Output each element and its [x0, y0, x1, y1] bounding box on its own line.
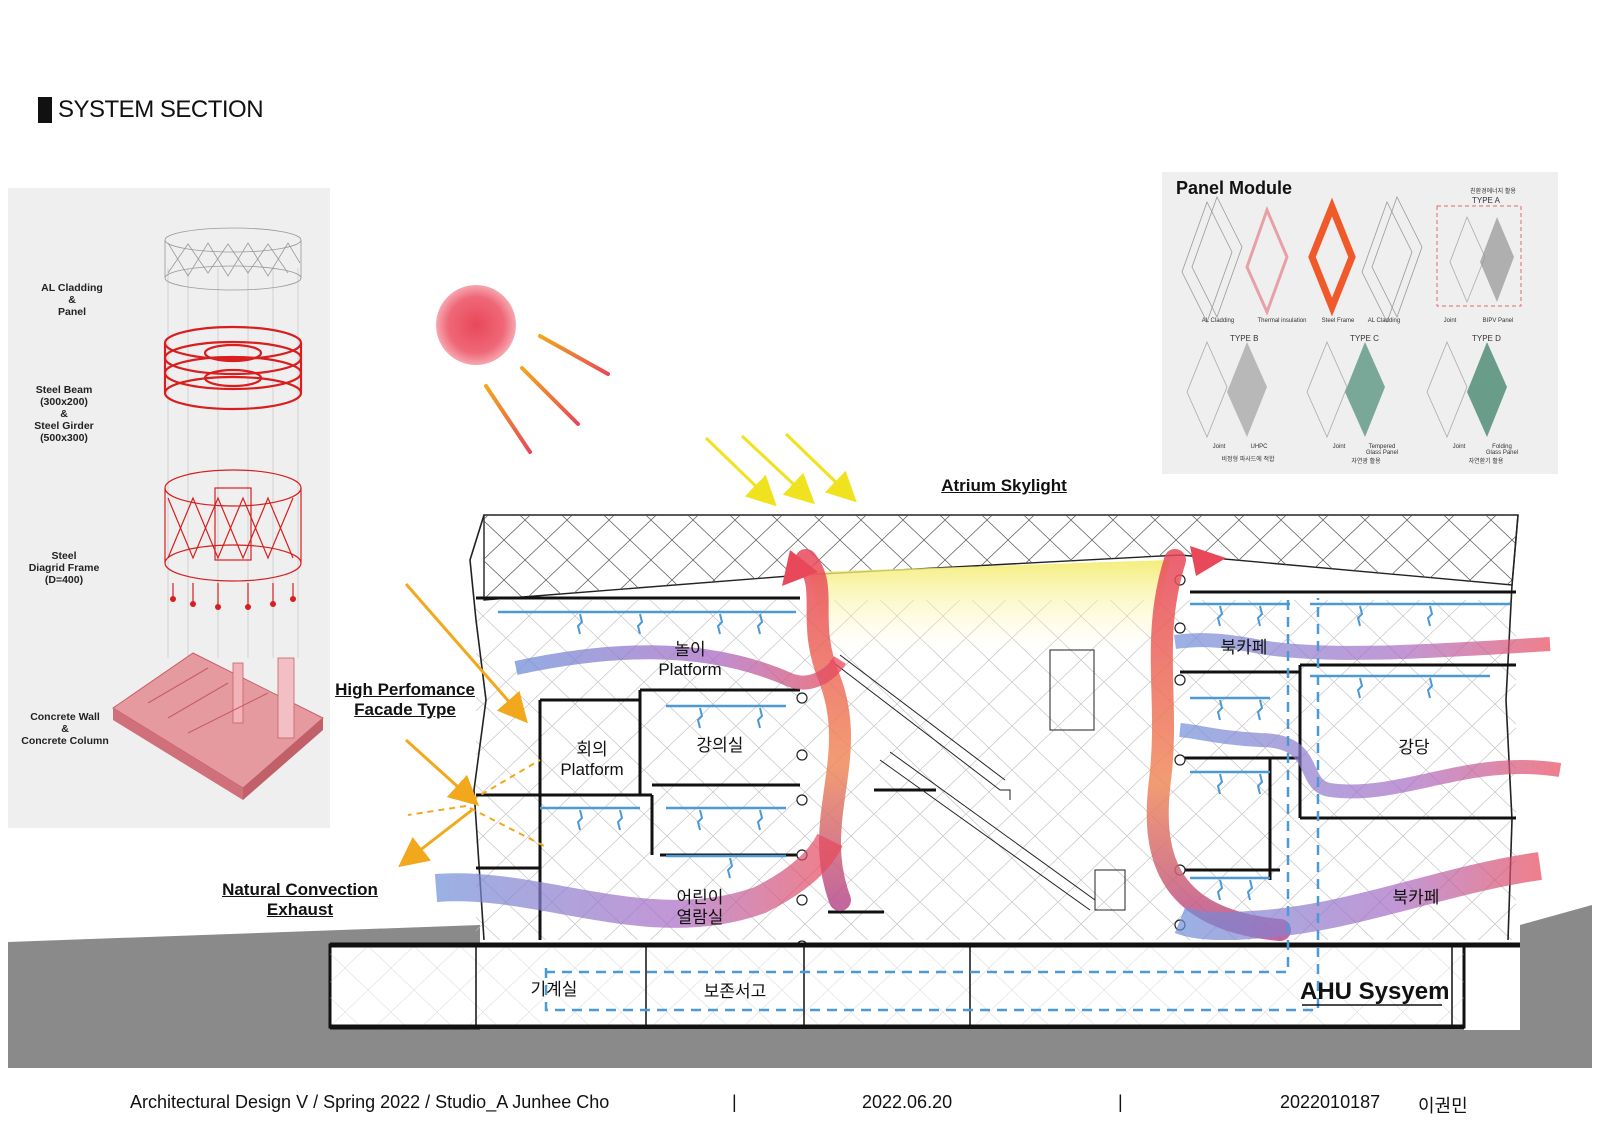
room-bookcafe-bottom: 북카페 [1392, 888, 1440, 907]
cool-air-auditorium [1179, 723, 1562, 799]
type-a-note: 친환경에너지 활용 [1470, 189, 1516, 195]
concrete-layer [112, 652, 324, 800]
room-play-platform: 놀이 Platform [658, 640, 722, 679]
layer-label-steel-diagrid: Steel Diagrid Frame (D=400) [28, 550, 100, 586]
panel-module-drawings [1181, 195, 1522, 439]
sun [436, 285, 516, 365]
layer-label-al-cladding: AL Cladding & Panel [41, 282, 103, 318]
type-c-note: 자연광 활용 [1351, 459, 1381, 465]
cool-air-bottom-left [434, 833, 843, 928]
pm-label-bipv: BIPV Panel [1482, 318, 1514, 324]
ahu-system-label: AHU Sysyem [1300, 978, 1450, 1005]
type-d-note: 자연환기 활용 [1468, 459, 1504, 465]
sun-rays [484, 334, 610, 454]
pm-label-al-cladding: AL Cladding [1201, 318, 1235, 324]
ahu-duct [544, 598, 1320, 1012]
pm-label-joint: Joint [1443, 318, 1457, 324]
cool-air-right-bottom [1174, 852, 1542, 941]
warm-air-left-arrow [782, 550, 818, 586]
convection-exhaust-label: Natural Convection Exhaust [222, 880, 378, 919]
footer-date: 2022.06.20 [862, 1092, 953, 1112]
steel-beam-layer [163, 325, 303, 411]
type-c-label: TYPE C [1350, 334, 1379, 343]
room-meeting-platform: 회의 Platform [560, 740, 624, 779]
building-section [328, 514, 1520, 1030]
section-title: SYSTEM SECTION [38, 96, 264, 124]
cool-air-right-top [1174, 633, 1551, 660]
section-title-text: SYSTEM SECTION [58, 96, 264, 123]
footer-name: 이권민 [1418, 1096, 1468, 1116]
warm-air-right-arrow [1190, 546, 1226, 576]
al-cladding-layer [164, 227, 302, 291]
atrium-skylight-label: Atrium Skylight [941, 476, 1067, 495]
ground-right [1520, 905, 1592, 1068]
type-c-glass: Tempered Glass Panel [1365, 444, 1399, 456]
type-b-note: 비정형 파사드에 적합 [1221, 457, 1275, 463]
warm-air-left [795, 549, 851, 911]
pm-label-al-cladding-2: AL Cladding [1367, 318, 1401, 324]
facade-sun-arrows [398, 583, 528, 868]
room-auditorium: 강당 [1398, 738, 1430, 757]
room-bookcafe-top: 북카페 [1220, 638, 1268, 657]
room-archive: 보존서고 [703, 982, 767, 1001]
type-c-joint: Joint [1332, 444, 1346, 450]
type-b-joint: Joint [1212, 444, 1226, 450]
daylight-arrows [704, 432, 857, 507]
supply-diffusers [498, 602, 1510, 880]
pm-label-steel-frame: Steel Frame [1321, 318, 1355, 324]
pm-label-thermal: Thermal insulation [1257, 318, 1307, 324]
facade-type-label: High Perfomance Facade Type [335, 680, 475, 719]
supply-air-arrows [576, 605, 1434, 901]
footer-student-id: 2022010187 [1280, 1092, 1381, 1112]
room-children-reading: 어린이 열람실 [676, 888, 724, 927]
warm-air-right [1146, 549, 1291, 941]
layer-label-steel-beam: Steel Beam (300x200) & Steel Girder (500… [34, 384, 94, 444]
steel-diagrid-layer [164, 469, 302, 606]
type-d-joint: Joint [1452, 444, 1466, 450]
cool-air-play [514, 645, 846, 690]
panel-module-title: Panel Module [1176, 178, 1293, 198]
type-d-label: TYPE D [1472, 334, 1501, 343]
footer-separator-1: | [732, 1092, 737, 1112]
type-b-uhpc: UHPC [1250, 444, 1268, 450]
exploded-axonometric-drawing [112, 227, 324, 800]
type-d-glass: Folding Glass Panel [1485, 444, 1519, 456]
footer-course: Architectural Design V / Spring 2022 / S… [130, 1092, 610, 1112]
layer-label-concrete: Concrete Wall & Concrete Column [21, 711, 109, 747]
room-lecture: 강의실 [696, 736, 744, 755]
room-machine: 기계실 [530, 980, 578, 999]
title-marker [38, 97, 52, 123]
footer-separator-2: | [1118, 1092, 1123, 1112]
type-b-label: TYPE B [1230, 334, 1259, 343]
type-a-label: TYPE A [1472, 196, 1501, 205]
